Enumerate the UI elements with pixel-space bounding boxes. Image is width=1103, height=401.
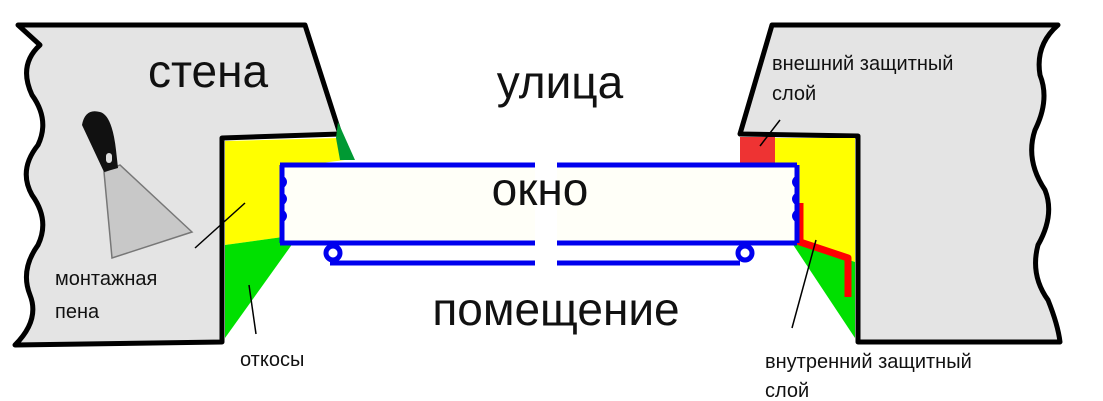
left-wall: [12, 22, 343, 348]
wall-label: стена: [148, 45, 269, 97]
left-slope: [225, 236, 293, 338]
foam-label-line2: пена: [55, 301, 100, 323]
inner-layer-label-line2: слой: [765, 380, 809, 401]
foam-label-line1: монтажная: [55, 268, 157, 290]
spatula-icon: [82, 111, 194, 260]
outer-layer-label-line2: слой: [772, 83, 816, 105]
left-slope-top: [336, 122, 355, 160]
outer-layer-label-line1: внешний защитный: [772, 53, 953, 75]
left-foam: [225, 138, 345, 245]
window-right-part: [557, 162, 800, 266]
inner-protective-layer: [796, 203, 852, 297]
leader-lines: [194, 119, 817, 335]
room-label: помещение: [432, 283, 679, 335]
outer-protective-layer: [740, 137, 775, 164]
right-foam: [775, 138, 855, 262]
right-wall: [737, 22, 1063, 345]
window-left-part: [279, 162, 535, 266]
right-slope: [790, 240, 855, 338]
inner-layer-label-line1: внутренний защитный: [765, 351, 972, 373]
slopes-label: откосы: [240, 349, 304, 371]
window-label: окно: [492, 163, 589, 215]
outside-label: улица: [497, 56, 624, 108]
